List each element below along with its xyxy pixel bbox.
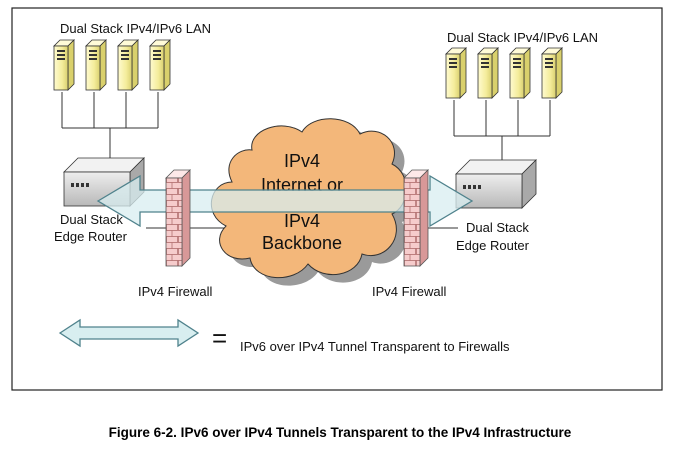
legend-text: IPv6 over IPv4 Tunnel Transparent to Fir… bbox=[240, 339, 510, 354]
left-firewall-label: IPv4 Firewall bbox=[138, 284, 213, 299]
left-router-label-line-1: Dual Stack bbox=[60, 212, 123, 227]
tunnel-arrow-icon bbox=[96, 174, 474, 228]
left-router-label-line-2: Edge Router bbox=[54, 229, 128, 244]
left-lan-label: Dual Stack IPv4/IPv6 LAN bbox=[60, 21, 211, 36]
server-icon bbox=[149, 39, 171, 91]
cloud-label-line-4: Backbone bbox=[262, 233, 342, 253]
right-lan-wiring bbox=[453, 100, 551, 162]
diagram-frame bbox=[11, 7, 663, 391]
cloud-label-line-3: IPv4 bbox=[284, 211, 320, 231]
figure-caption: Figure 6-2. IPv6 over IPv4 Tunnels Trans… bbox=[109, 425, 572, 440]
right-router-label-line-2: Edge Router bbox=[456, 238, 530, 253]
server-icon bbox=[509, 47, 531, 99]
server-icon bbox=[117, 39, 139, 91]
legend-tunnel-arrow-icon bbox=[58, 318, 200, 348]
right-lan-label: Dual Stack IPv4/IPv6 LAN bbox=[447, 30, 598, 45]
server-icon bbox=[85, 39, 107, 91]
server-icon bbox=[477, 47, 499, 99]
server-icon bbox=[445, 47, 467, 99]
legend-equals-sign: = bbox=[212, 323, 227, 353]
server-icon bbox=[53, 39, 75, 91]
left-firewall-icon bbox=[165, 169, 191, 267]
left-lan-wiring bbox=[61, 92, 159, 160]
cloud-label-line-1: IPv4 bbox=[284, 151, 320, 171]
right-firewall-icon bbox=[403, 169, 429, 267]
right-router-label-line-1: Dual Stack bbox=[466, 220, 529, 235]
server-icon bbox=[541, 47, 563, 99]
right-firewall-label: IPv4 Firewall bbox=[372, 284, 447, 299]
